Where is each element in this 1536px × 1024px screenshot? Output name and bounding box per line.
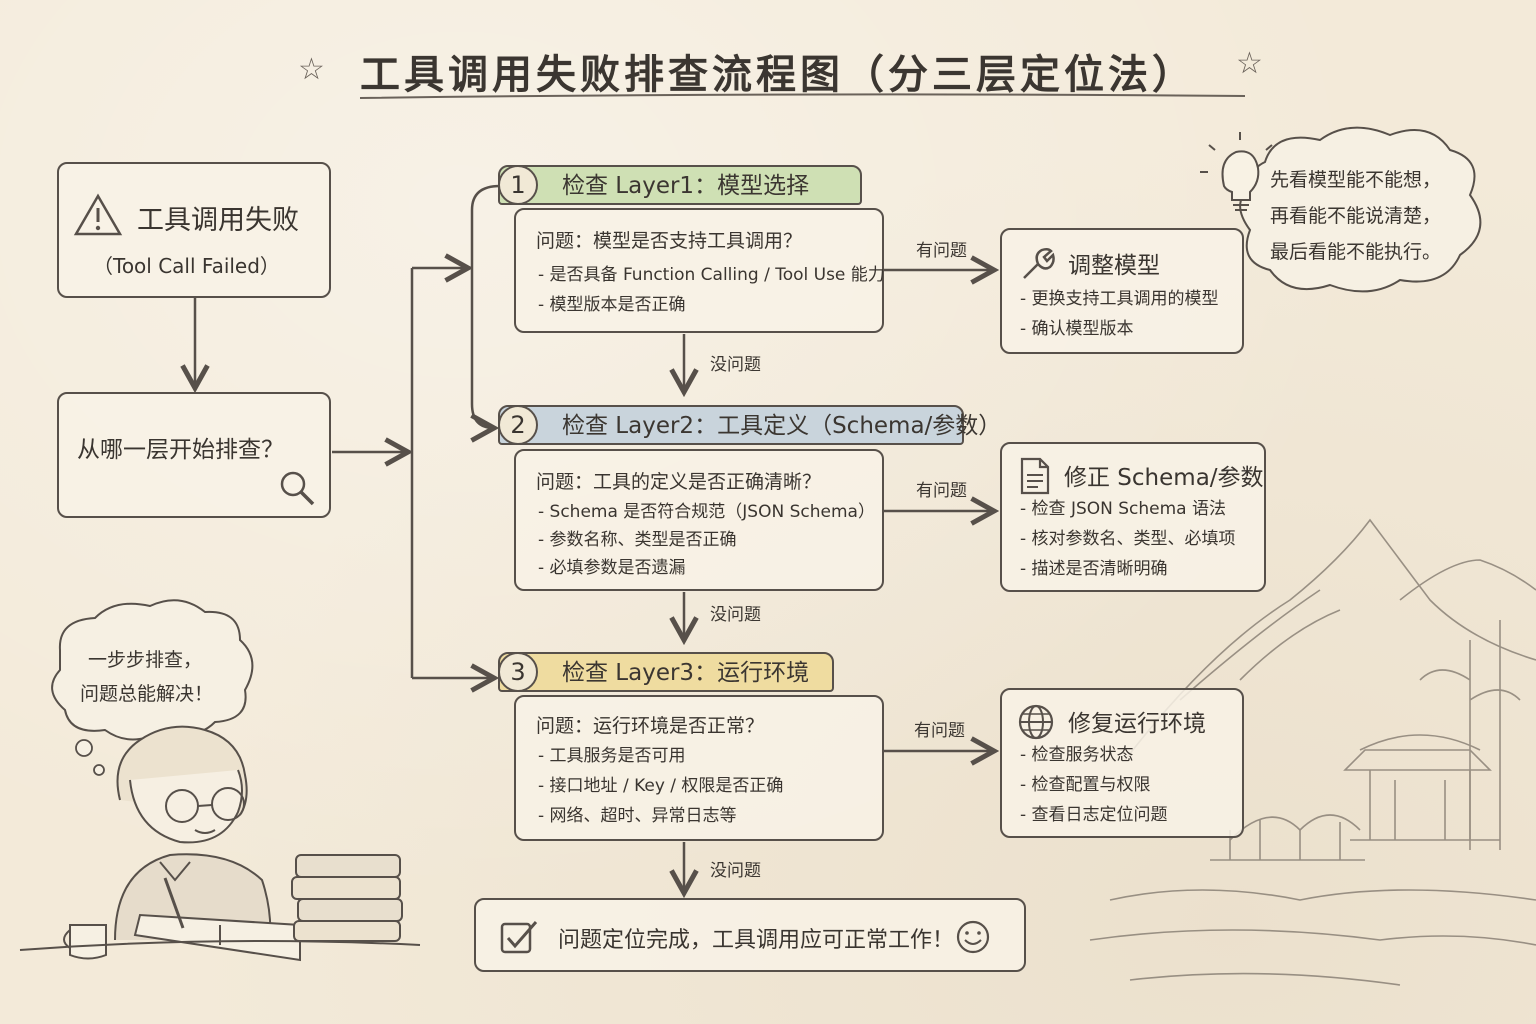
layer2-number: 2 [498,405,538,445]
encourage-line: 问题总能解决！ [80,683,214,705]
document-icon [1020,457,1050,495]
layer2-item: - 必填参数是否遗漏 [538,558,686,578]
layer1-fix-box: 调整模型 - 更换支持工具调用的模型 - 确认模型版本 [1000,228,1244,354]
globe-icon [1018,704,1054,740]
layer3-item: - 工具服务是否可用 [538,746,686,766]
layer2-fix-box: 修正 Schema/参数 - 检查 JSON Schema 语法 - 核对参数名… [1000,442,1266,592]
tip-line: 先看模型能不能想， [1270,169,1442,191]
student-illustration [19,725,421,962]
smiley-icon [956,920,990,954]
layer1-number: 1 [498,165,538,205]
lightbulb-icon [1200,132,1273,211]
layer3-fix-item: - 检查配置与权限 [1020,775,1151,795]
search-icon [280,471,315,506]
final-box: 问题定位完成，工具调用应可正常工作！ [474,898,1026,972]
layer3-header: 检查 Layer3：运行环境 [498,652,834,692]
encourage-line: 一步步排查， [88,649,203,671]
layer2-has-problem-label: 有问题 [916,481,967,501]
layer2-header-text: 检查 Layer2：工具定义（Schema/参数） [562,413,1002,439]
layer2-question: 问题：工具的定义是否正确清晰？ [536,471,822,493]
landscape-sketch [1089,518,1536,986]
layer3-number: 3 [498,652,538,692]
layer1-box: 问题：模型是否支持工具调用？ - 是否具备 Function Calling /… [514,208,885,333]
layer1-fix-item: - 确认模型版本 [1020,319,1134,339]
start-box: 工具调用失败 （Tool Call Failed） [57,162,331,298]
layer2-no-problem-label: 没问题 [710,605,761,625]
star-icon-left: ☆ [298,52,325,87]
layer1-has-problem-label: 有问题 [916,241,967,261]
layer2-fix-item: - 核对参数名、类型、必填项 [1020,529,1236,549]
layer1-fix-title: 调整模型 [1068,253,1160,279]
layer3-item: - 网络、超时、异常日志等 [538,806,737,826]
layer1-header-text: 检查 Layer1：模型选择 [562,173,810,199]
star-icon-right: ☆ [1236,46,1263,81]
layer2-fix-item: - 描述是否清晰明确 [1020,559,1168,579]
tip-cloud [1239,126,1482,293]
layer3-has-problem-label: 有问题 [914,721,965,741]
layer2-header: 检查 Layer2：工具定义（Schema/参数） [498,405,1001,445]
layer3-fix-box: 修复运行环境 - 检查服务状态 - 检查配置与权限 - 查看日志定位问题 [1000,688,1244,838]
question-text: 从哪一层开始排查？ [77,437,284,463]
layer2-box: 问题：工具的定义是否正确清晰？ - Schema 是否符合规范（JSON Sch… [514,449,884,591]
wrench-icon [1023,247,1055,279]
layer3-header-text: 检查 Layer3：运行环境 [562,660,810,686]
layer3-fix-title: 修复运行环境 [1068,711,1206,737]
layer1-question: 问题：模型是否支持工具调用？ [536,230,803,252]
layer2-item: - 参数名称、类型是否正确 [538,530,737,550]
title-underline [359,93,1246,99]
question-box: 从哪一层开始排查？ [57,392,331,518]
layer1-item: - 是否具备 Function Calling / Tool Use 能力 [538,265,885,285]
layer3-question: 问题：运行环境是否正常？ [536,715,765,737]
layer3-fix-item: - 查看日志定位问题 [1020,805,1168,825]
final-text: 问题定位完成，工具调用应可正常工作！ [558,928,955,953]
tip-line: 再看能不能说清楚， [1270,205,1442,227]
layer3-fix-item: - 检查服务状态 [1020,745,1134,765]
warning-icon [73,193,123,236]
encourage-cloud [51,599,254,741]
layer3-box: 问题：运行环境是否正常？ - 工具服务是否可用 - 接口地址 / Key / 权… [514,695,884,841]
checkbox-icon [500,921,538,954]
layer1-header: 检查 Layer1：模型选择 [498,165,862,205]
start-subtitle: （Tool Call Failed） [93,254,280,278]
layer1-no-problem-label: 没问题 [710,355,761,375]
layer1-item: - 模型版本是否正确 [538,295,686,315]
page-title: 工具调用失败排查流程图（分三层定位法） [360,52,1196,98]
layer2-fix-item: - 检查 JSON Schema 语法 [1020,499,1227,519]
layer2-fix-title: 修正 Schema/参数 [1064,465,1264,491]
tip-line: 最后看能不能执行。 [1270,241,1442,263]
start-title: 工具调用失败 [137,205,299,236]
layer1-fix-item: - 更换支持工具调用的模型 [1020,289,1219,309]
layer3-item: - 接口地址 / Key / 权限是否正确 [538,776,784,796]
layer2-item: - Schema 是否符合规范（JSON Schema） [538,502,875,522]
layer3-no-problem-label: 没问题 [710,861,761,881]
